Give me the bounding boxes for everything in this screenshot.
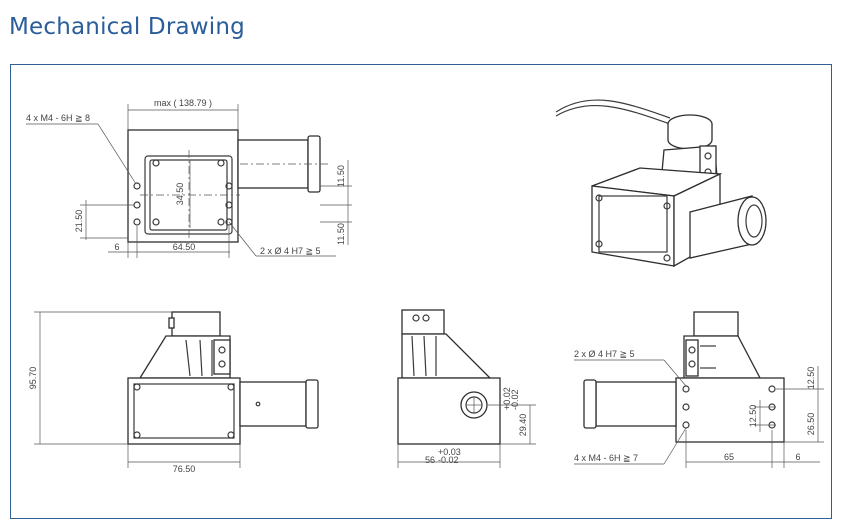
side-view-top-cap <box>401 309 445 335</box>
back-view-top-cap <box>693 311 739 337</box>
pin-callout-label: 2 x Ø 4 H7 ≧ 5 <box>260 246 321 256</box>
back-view-body <box>675 377 785 443</box>
front-view-top-cap <box>171 311 221 337</box>
side-width-tol-lower: -0.02 <box>438 455 459 465</box>
top-view-dimensions: max ( 138.79 ) 4 x M4 - 6H ≧ 8 34.50 11.… <box>26 98 352 258</box>
back-pin-callout-label: 2 x Ø 4 H7 ≧ 5 <box>574 349 635 359</box>
back-view: 2 x Ø 4 H7 ≧ 5 4 x M4 - 6H ≧ 7 12.50 26.… <box>574 311 824 468</box>
front-width-label: 76.50 <box>173 464 196 474</box>
overall-width-label: max ( 138.79 ) <box>154 98 212 108</box>
drawing-frame <box>10 64 832 519</box>
top-view: max ( 138.79 ) 4 x M4 - 6H ≧ 8 34.50 11.… <box>26 98 352 258</box>
isometric-view <box>555 99 767 268</box>
pocket-height-label: 34.50 <box>175 183 185 206</box>
back-spacing-upper-label: 12.50 <box>806 367 816 390</box>
right-lower-label: 11.50 <box>336 223 346 245</box>
top-view-body <box>127 129 239 243</box>
page-title: Mechanical Drawing <box>9 14 245 40</box>
front-height-label: 95.70 <box>28 367 38 390</box>
front-view-motor <box>239 381 307 427</box>
back-thread-callout-label: 4 x M4 - 6H ≧ 7 <box>574 453 638 463</box>
side-view-dimensions: 56 +0.03 -0.02 29.40 +0.02 -0.02 <box>397 387 536 468</box>
isometric-box-front <box>591 185 675 267</box>
back-spacing-mid-label: 12.50 <box>748 405 758 428</box>
thread-callout-label: 4 x M4 - 6H ≧ 8 <box>26 113 90 123</box>
axis-tol-upper: +0.02 <box>502 387 512 410</box>
front-view: 95.70 76.50 <box>28 311 319 474</box>
axis-tol-lower: -0.02 <box>510 389 520 410</box>
axis-height-label: 29.40 <box>518 414 528 437</box>
back-view-motor <box>595 381 677 427</box>
left-height-label: 21.50 <box>74 210 84 233</box>
front-view-body <box>127 377 241 445</box>
back-offset-label: 6 <box>795 452 800 462</box>
back-width-label: 65 <box>724 452 734 462</box>
side-view: 56 +0.03 -0.02 29.40 +0.02 -0.02 <box>397 309 536 468</box>
cable <box>555 105 671 125</box>
back-view-dimensions: 2 x Ø 4 H7 ≧ 5 4 x M4 - 6H ≧ 7 12.50 26.… <box>574 349 824 468</box>
offset-label: 6 <box>114 242 119 252</box>
hole-spacing-label: 64.50 <box>173 242 196 252</box>
front-view-dimensions: 95.70 76.50 <box>28 311 241 474</box>
back-spacing-lower-label: 26.50 <box>806 413 816 436</box>
side-width-label: 56 <box>425 455 435 465</box>
right-upper-label: 11.50 <box>336 165 346 187</box>
side-width-tol-upper: +0.03 <box>438 447 461 457</box>
